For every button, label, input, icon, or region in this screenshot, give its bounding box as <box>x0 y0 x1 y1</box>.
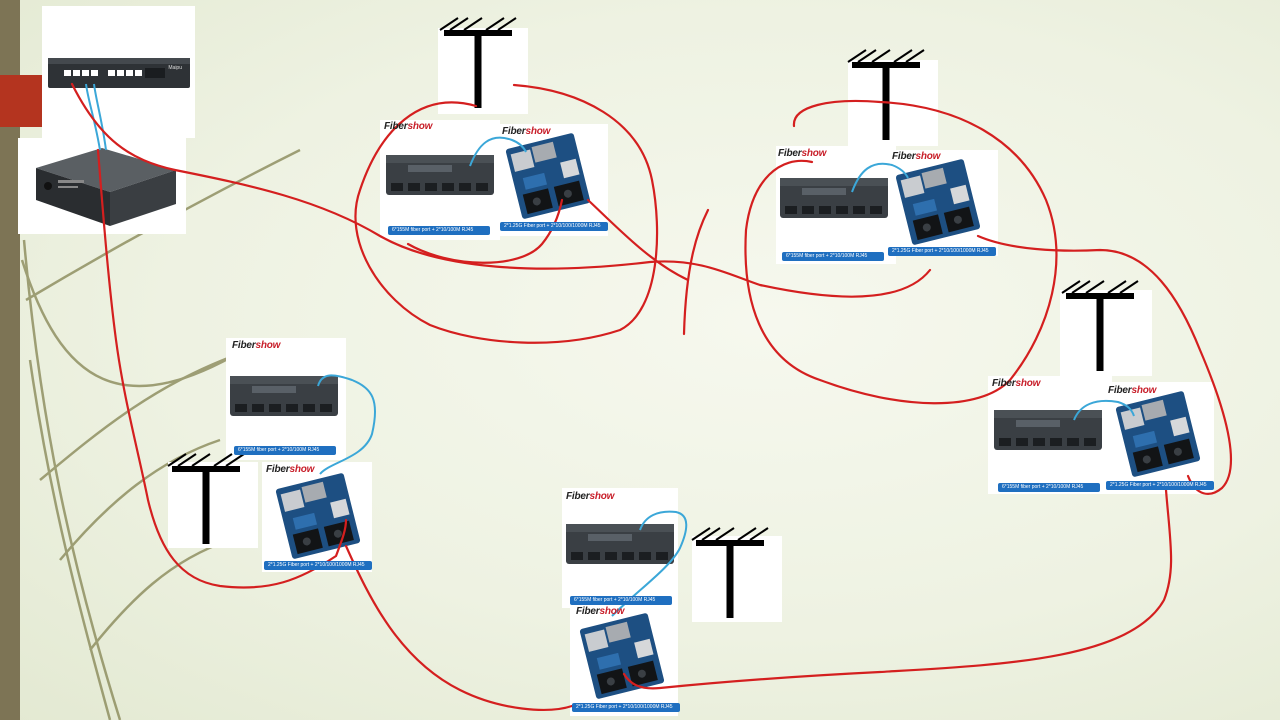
board-caption: 2*1.25G Fiber port + 2*10/100/1000M RJ45 <box>500 222 608 231</box>
switch-caption: 6*155M fiber port + 2*10/100M RJ45 <box>570 596 672 605</box>
converter-board-icon <box>895 158 981 246</box>
rack-switch-icon <box>48 58 190 88</box>
accent-block <box>0 75 42 127</box>
converter-board-icon <box>505 132 591 220</box>
switch-brand-label: Maipu <box>168 65 182 71</box>
pole-card <box>1060 290 1152 376</box>
board-caption: 2*1.25G Fiber port + 2*10/100/1000M RJ45 <box>888 247 996 256</box>
board-caption: 2*1.25G Fiber port + 2*10/100/1000M RJ45 <box>1106 481 1214 490</box>
left-bar <box>0 0 20 720</box>
utility-pole-icon <box>439 17 517 109</box>
utility-pole-icon <box>1061 280 1139 372</box>
brand-label: Fibershow <box>266 464 315 475</box>
brand-label: Fibershow <box>992 378 1041 389</box>
brand-label: Fibershow <box>778 148 827 159</box>
brand-label: Fibershow <box>502 126 551 137</box>
brand-label: Fibershow <box>384 121 433 132</box>
board-caption: 2*1.25G Fiber port + 2*10/100/1000M RJ45 <box>572 703 680 712</box>
brand-label: Fibershow <box>1108 385 1157 396</box>
fiber-routes <box>70 82 1232 711</box>
patch-cables <box>85 83 1135 617</box>
pole-card <box>692 536 782 622</box>
utility-pole-icon <box>167 453 245 545</box>
brand-label: Fibershow <box>576 606 625 617</box>
fiber-switch-icon <box>994 410 1102 450</box>
fiber-switch-icon <box>780 178 888 218</box>
pole-card <box>438 28 528 114</box>
brand-label: Fibershow <box>232 340 281 351</box>
media-converter-icon <box>36 148 176 226</box>
switch-caption: 6*155M fiber port + 2*10/100M RJ45 <box>782 252 884 261</box>
brand-label: Fibershow <box>892 151 941 162</box>
fiber-switch-icon <box>230 376 338 416</box>
converter-board-icon <box>579 612 665 700</box>
pole-card <box>168 462 258 548</box>
switch-caption: 6*155M fiber port + 2*10/100M RJ45 <box>234 446 336 455</box>
switch-caption: 6*155M fiber port + 2*10/100M RJ45 <box>388 226 490 235</box>
board-caption: 2*1.25G Fiber port + 2*10/100/1000M RJ45 <box>264 561 372 570</box>
fiber-switch-icon <box>386 155 494 195</box>
fiber-switch-icon <box>566 524 674 564</box>
utility-pole-icon <box>847 49 925 141</box>
utility-pole-icon <box>691 527 769 619</box>
switch-caption: 6*155M fiber port + 2*10/100M RJ45 <box>998 483 1100 492</box>
brand-label: Fibershow <box>566 491 615 502</box>
converter-board-icon <box>1115 390 1201 478</box>
converter-board-icon <box>275 472 361 560</box>
